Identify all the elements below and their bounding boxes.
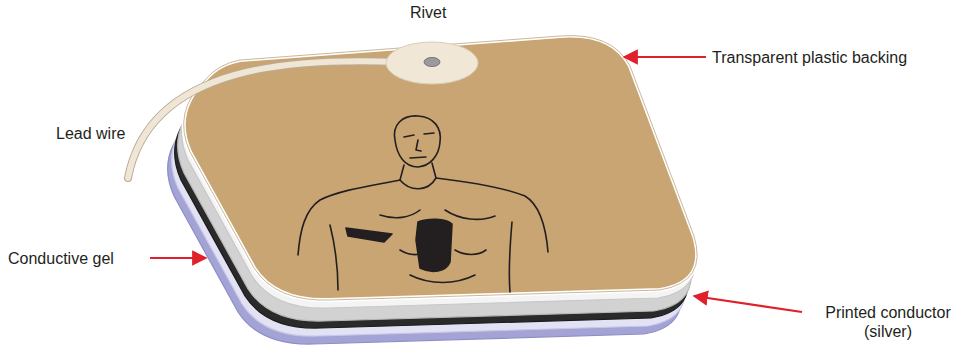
backing-edge — [184, 36, 698, 301]
placement-figure — [298, 116, 548, 292]
part-label: Rivet — [410, 3, 446, 22]
pad-layer — [184, 36, 698, 301]
rivet — [424, 58, 440, 67]
part-label: Conductive gel — [8, 249, 114, 268]
part-label: Lead wire — [56, 124, 125, 143]
part-label: Printed conductor (silver) — [808, 303, 968, 341]
pad-layers — [168, 36, 698, 345]
leader-lines — [150, 57, 802, 312]
part-label: Transparent plastic backing — [712, 48, 907, 67]
rivet-disc — [386, 42, 478, 84]
lead-wire — [128, 42, 478, 178]
